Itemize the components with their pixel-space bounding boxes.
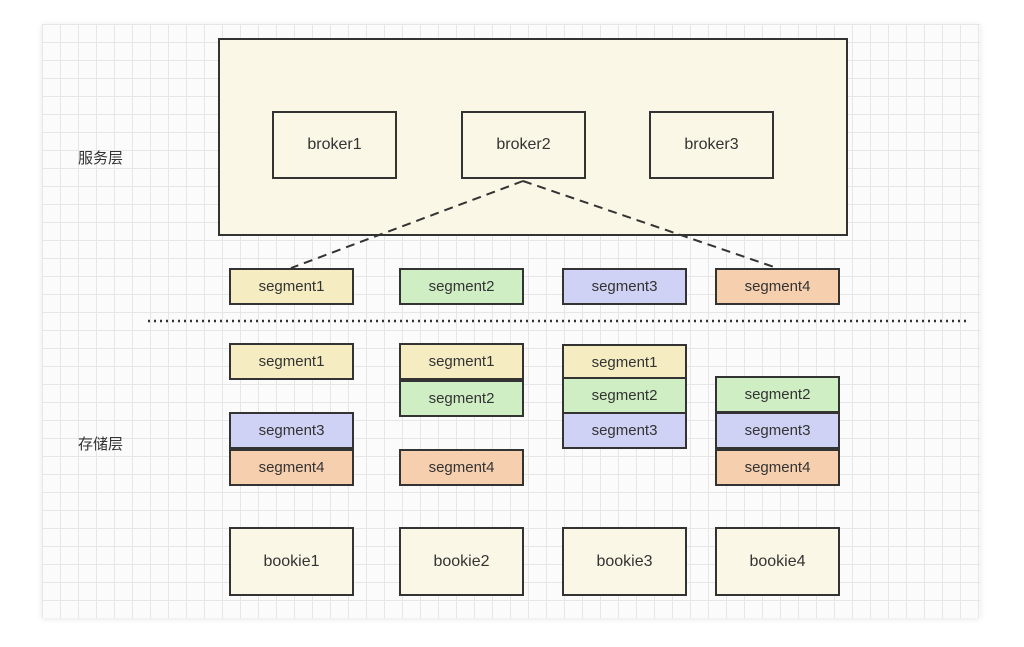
storage-segment: segment2 (399, 380, 524, 417)
service-segment: segment4 (715, 268, 840, 305)
service-segment: segment2 (399, 268, 524, 305)
storage-segment: segment4 (715, 449, 840, 486)
broker-box: broker1 (272, 111, 397, 179)
bookie-box: bookie4 (715, 527, 840, 596)
storage-segment: segment3 (715, 412, 840, 449)
storage-segment: segment1 (562, 344, 687, 381)
storage-segment: segment2 (562, 377, 687, 414)
storage-segment: segment3 (229, 412, 354, 449)
storage-segment: segment3 (562, 412, 687, 449)
bookie-box: bookie3 (562, 527, 687, 596)
storage-segment: segment1 (229, 343, 354, 380)
storage-segment: segment1 (399, 343, 524, 380)
broker-box: broker3 (649, 111, 774, 179)
bookie-box: bookie2 (399, 527, 524, 596)
storage-segment: segment4 (229, 449, 354, 486)
storage-segment: segment2 (715, 376, 840, 413)
bookie-box: bookie1 (229, 527, 354, 596)
storage-layer-label: 存储层 (78, 436, 124, 453)
service-segment: segment1 (229, 268, 354, 305)
broker-box: broker2 (461, 111, 586, 179)
storage-segment: segment4 (399, 449, 524, 486)
service-layer-label: 服务层 (78, 150, 124, 167)
service-segment: segment3 (562, 268, 687, 305)
